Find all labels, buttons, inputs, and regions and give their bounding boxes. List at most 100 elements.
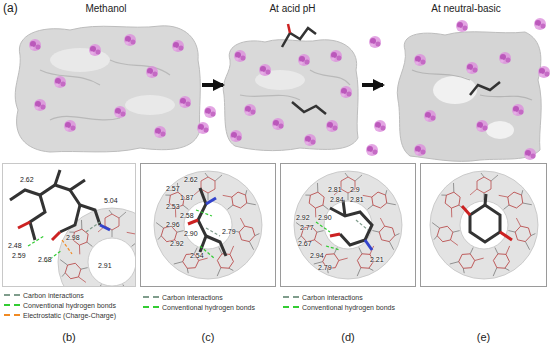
- distance-value: 2.21: [370, 256, 384, 263]
- legend-text: Carbon interactions: [162, 293, 223, 302]
- complex-d-part: [330, 208, 372, 245]
- surface-acid-part: [259, 64, 271, 76]
- surface-neutral-basic-part: [524, 148, 536, 160]
- surface-acid-part: [234, 50, 246, 62]
- distance-value: 2.54: [190, 252, 204, 259]
- distance-value: 2.53: [166, 203, 180, 210]
- surface-model: Methanol: [12, 2, 200, 158]
- surface-neutral-basic-part: [534, 18, 546, 30]
- legend-text: Conventional hydrogen bonds: [302, 303, 395, 312]
- surface-neutral-basic-part: [414, 144, 426, 156]
- complex-e-part: [485, 194, 486, 205]
- surface-neutral-basic-part: [538, 66, 550, 78]
- legend-swatch: [4, 294, 20, 296]
- surface-methanol-part: [114, 106, 126, 118]
- surface-neutral-basic-part: [486, 121, 514, 139]
- surface-methanol-part: [124, 34, 136, 46]
- surface-methanol: [15, 26, 216, 152]
- distance-value: 2.62: [20, 176, 34, 183]
- complex-b-part: [28, 236, 44, 246]
- surface-acid-part: [298, 54, 310, 66]
- complex-b-part: [52, 232, 60, 240]
- surface-acid-part: [240, 70, 350, 100]
- complex-c-part: [196, 210, 212, 216]
- surface-neutral-basic-part: [412, 70, 532, 100]
- complex-c-part: [154, 171, 262, 279]
- docking-panel: (e): [420, 163, 547, 287]
- complex-d: [294, 171, 402, 279]
- complex-b-part: [100, 225, 110, 230]
- complex-b-part: [70, 190, 100, 225]
- legend-text: Conventional hydrogen bonds: [162, 303, 255, 312]
- distance-value: 2.77: [300, 224, 314, 231]
- complex-d-part: [326, 246, 340, 250]
- panel-caption: (c): [141, 331, 275, 344]
- distance-value: 2.59: [12, 252, 26, 259]
- legend-row: Carbon interactions: [283, 292, 363, 302]
- complex-b-part: [58, 208, 135, 286]
- panel-caption: (b): [3, 331, 135, 344]
- legend-swatch: [283, 296, 299, 298]
- surface-methanol-part: [34, 99, 46, 111]
- surface-acid-part: [282, 28, 316, 47]
- surface-neutral-basic-part: [466, 62, 478, 74]
- surface-acid-part: [244, 104, 256, 116]
- complex-d-part: [356, 220, 368, 230]
- distance-value: 2.58: [180, 212, 194, 219]
- docking-panel: (c): [140, 163, 276, 287]
- surface-acid-part: [230, 130, 242, 142]
- surface-neutral-basic: [366, 18, 550, 161]
- distance-value: 2.94: [310, 252, 324, 259]
- distance-value: 2.91: [98, 262, 112, 269]
- legend-row: Conventional hydrogen bonds: [143, 302, 255, 312]
- surface-methanol-part: [179, 96, 191, 108]
- surface-neutral-basic-part: [499, 52, 511, 64]
- legend-swatch: [4, 314, 20, 316]
- legend-swatch: [143, 296, 159, 298]
- surface-methanol-part: [40, 60, 170, 120]
- surface-neutral-basic-part: [476, 120, 488, 132]
- distance-value: 2.92: [296, 214, 310, 221]
- distance-value: 2.57: [166, 185, 180, 192]
- legend-row: Carbon interactions: [4, 290, 84, 300]
- distance-value: 2.92: [170, 240, 184, 247]
- distance-value: 2.84: [330, 196, 344, 203]
- complex-b-part: [86, 222, 100, 232]
- surface-methanol-part: [50, 48, 110, 72]
- legend-swatch: [283, 306, 299, 308]
- surface-neutral-basic-part: [366, 144, 378, 156]
- surface-acid-part: [304, 134, 316, 146]
- surface-methanol-part: [29, 39, 41, 51]
- surface-methanol-part: [54, 76, 66, 88]
- complex-b-part: [55, 170, 60, 185]
- panel-caption: (d): [281, 331, 415, 344]
- legend-text: Carbon interactions: [302, 293, 363, 302]
- distance-value: 2.68: [38, 256, 52, 263]
- surface-neutral-basic-part: [369, 36, 381, 48]
- surface-acid-part: [340, 86, 352, 98]
- surface-neutral-basic-part: [470, 82, 500, 95]
- distance-value: 5.04: [104, 197, 118, 204]
- surface-neutral-basic-part: [433, 76, 477, 104]
- complex-c: [154, 171, 262, 279]
- complex-b-part: [18, 222, 30, 228]
- surface-acid-part: [292, 102, 326, 114]
- complex-e-part: [462, 206, 470, 215]
- surface-methanol-part: [154, 126, 166, 138]
- panel-caption: (e): [421, 331, 546, 344]
- complex-d-part: [365, 240, 372, 250]
- complex-b-part: [60, 205, 80, 232]
- complex-b: [10, 170, 166, 316]
- distance-value: 2.79: [318, 264, 332, 271]
- surface-methanol-part: [204, 106, 216, 118]
- distance-value: 2.48: [8, 242, 22, 249]
- legend-row: Electrostatic (Charge-Charge): [4, 310, 116, 320]
- surface-acid-part: [272, 118, 284, 130]
- distance-value: 2.81: [328, 186, 342, 193]
- distance-value: 2.9: [350, 186, 360, 193]
- complex-b-part: [30, 195, 45, 240]
- complex-d-part: [316, 222, 330, 232]
- complex-e-part: [430, 171, 538, 279]
- distance-value: 2.81: [350, 196, 364, 203]
- surface-neutral-basic-part: [374, 120, 386, 132]
